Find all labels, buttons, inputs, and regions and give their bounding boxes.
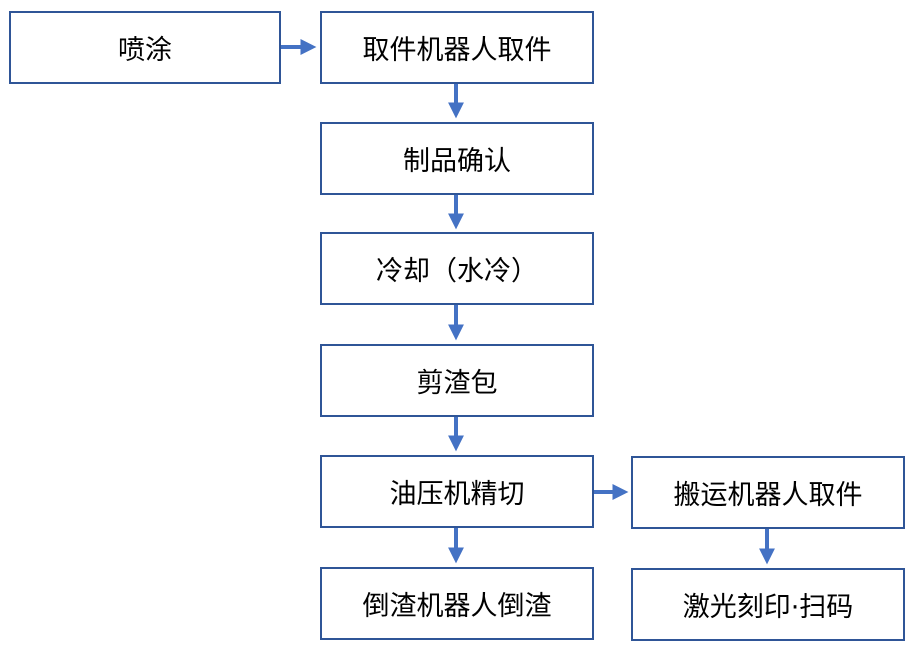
node-robot-pick: 取件机器人取件 — [320, 11, 594, 84]
node-transfer-robot: 搬运机器人取件 — [631, 456, 905, 529]
node-label: 搬运机器人取件 — [673, 480, 863, 511]
node-label: 激光刻印·扫码 — [682, 592, 854, 623]
node-label: 油压机精切 — [389, 479, 525, 510]
node-cooling: 冷却（水冷） — [320, 232, 594, 305]
node-slag-robot: 倒渣机器人倒渣 — [320, 567, 594, 640]
node-label: 剪渣包 — [416, 368, 498, 399]
node-hydraulic-trim: 油压机精切 — [320, 455, 594, 528]
node-cut-slag: 剪渣包 — [320, 344, 594, 417]
node-label: 制品确认 — [403, 146, 511, 177]
node-label: 取件机器人取件 — [362, 35, 552, 66]
node-label: 喷涂 — [118, 35, 172, 66]
node-spray: 喷涂 — [9, 11, 281, 84]
node-product-confirm: 制品确认 — [320, 122, 594, 195]
node-label: 倒渣机器人倒渣 — [362, 591, 552, 622]
node-label: 冷却（水冷） — [376, 256, 538, 287]
node-laser-mark: 激光刻印·扫码 — [631, 568, 905, 641]
